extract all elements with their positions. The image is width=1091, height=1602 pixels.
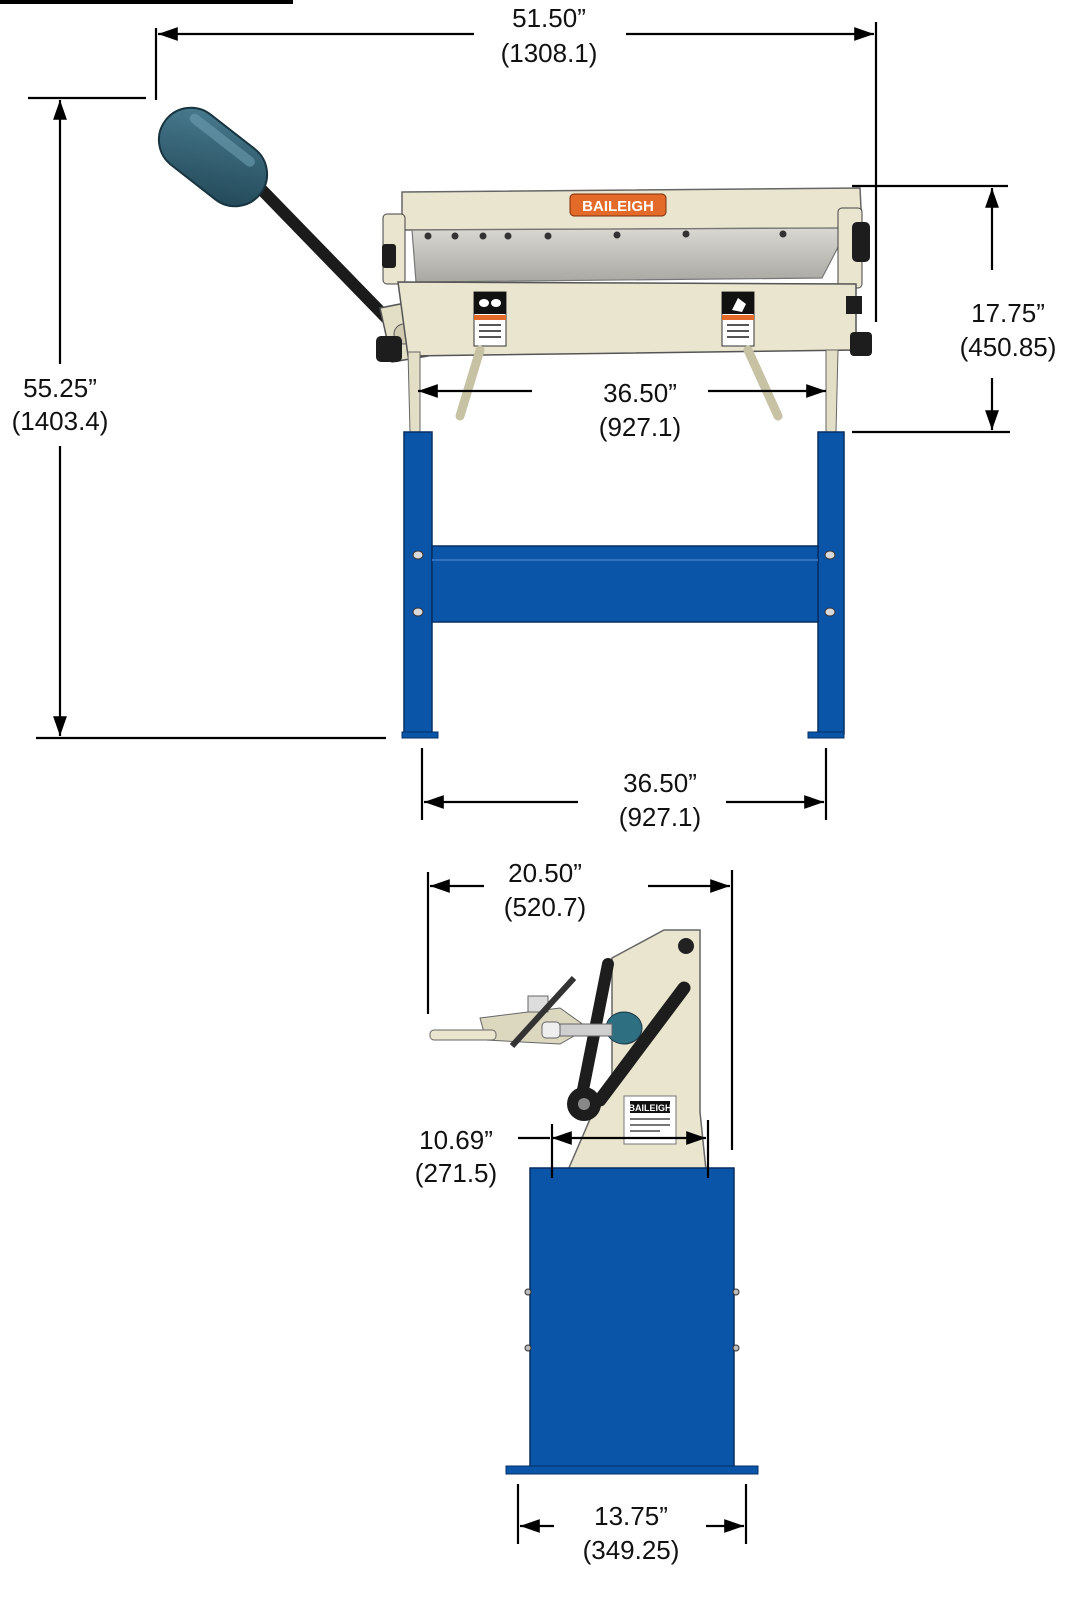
side-handle-bar [429,1029,497,1041]
dimension-labels: 51.50” (1308.1) 55.25” (1403.4) 17.75” (… [12,3,1057,1565]
machine-height-imperial: 17.75” [971,298,1045,328]
bending-blade [411,227,849,283]
side-inner-width-imperial: 10.69” [419,1125,493,1155]
counterweight [157,106,269,208]
overall-width-metric: (1308.1) [501,38,598,68]
side-stand-foot [505,1465,759,1475]
stand-crossbar [431,545,819,623]
overall-height-metric: (1403.4) [12,406,109,436]
stand-leg-right [817,431,845,735]
stand-leg-left [403,431,433,735]
side-depth-metric: (520.7) [504,892,586,922]
base-width-metric: (927.1) [619,802,701,832]
handle-bar [256,184,404,336]
baileigh-logo [569,193,667,217]
upper-width-imperial: 36.50” [603,378,677,408]
hand-warning-sticker [721,291,755,347]
side-logo-text: BAILEIGH [628,1103,671,1113]
overall-height-imperial: 55.25” [23,373,97,403]
front-view-machine: BAILEIGH [157,106,872,433]
machine-body [397,281,857,357]
side-depth-imperial: 20.50” [508,858,582,888]
overall-width-imperial: 51.50” [512,3,586,33]
side-inner-width-metric: (271.5) [415,1158,497,1188]
side-view-machine: BAILEIGH [429,929,707,1171]
side-base-width-metric: (349.25) [583,1535,680,1565]
machine-height-metric: (450.85) [960,332,1057,362]
front-view-stand [401,431,845,739]
safety-glasses-sticker [473,291,507,347]
side-view-stand [505,1167,759,1475]
upper-width-metric: (927.1) [599,412,681,442]
baileigh-logo-text: BAILEIGH [582,198,654,215]
base-width-imperial: 36.50” [623,768,697,798]
dimension-lines [28,22,1010,1544]
side-base-width-imperial: 13.75” [594,1501,668,1531]
side-stand-body [529,1167,735,1469]
